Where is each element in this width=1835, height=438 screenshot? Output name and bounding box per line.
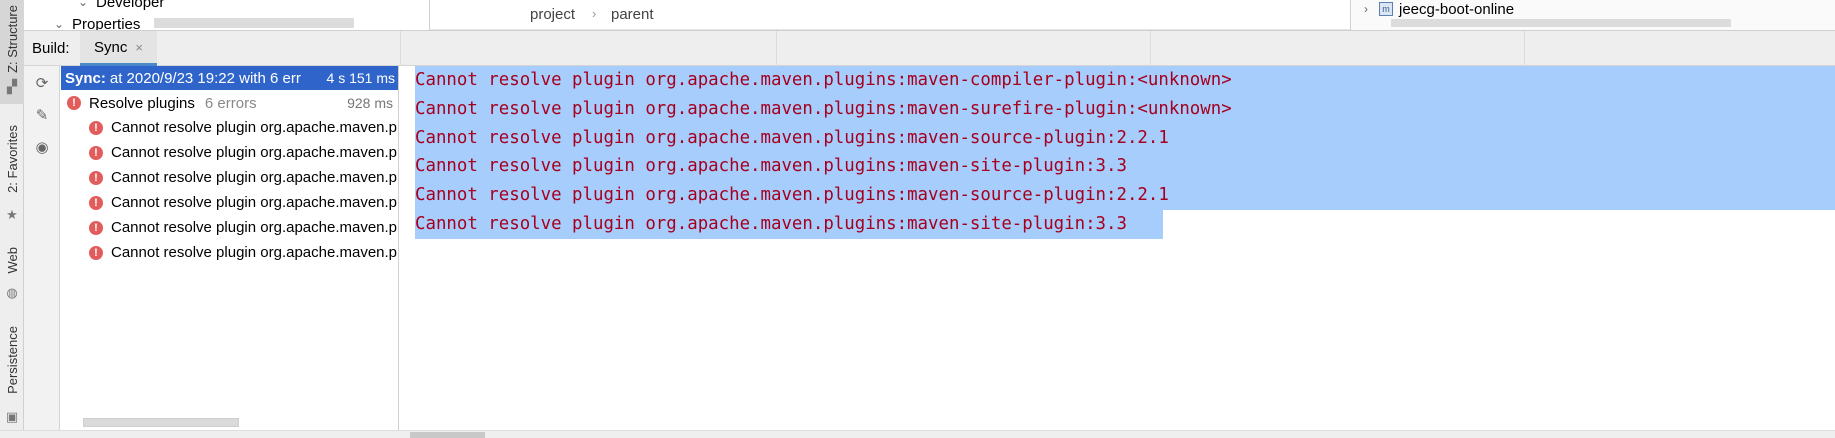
sync-time: 4 s 151 ms <box>323 70 395 86</box>
project-tree-scrollbar[interactable] <box>154 18 354 28</box>
build-tree: Sync: at 2020/9/23 19:22 with 6 err 4 s … <box>61 66 399 438</box>
error-message: Cannot resolve plugin org.apache.maven.p… <box>111 144 398 161</box>
tab-web[interactable]: Web ◍ <box>0 238 24 308</box>
error-icon: ! <box>89 120 103 135</box>
error-icon: ! <box>89 145 103 160</box>
tree-scrollbar[interactable] <box>83 418 239 427</box>
tab-sync[interactable]: Sync × <box>80 31 157 66</box>
tab-persistence-label: Persistence <box>4 326 20 394</box>
console-line: Cannot resolve plugin org.apache.maven.p… <box>415 70 1232 90</box>
tree-item-label: Developer <box>96 0 165 11</box>
list-item[interactable]: ! Cannot resolve plugin org.apache.maven… <box>89 115 398 140</box>
globe-icon: ◍ <box>6 285 18 300</box>
console-line: Cannot resolve plugin org.apache.maven.p… <box>415 156 1127 176</box>
error-message: Cannot resolve plugin org.apache.maven.p… <box>111 194 398 211</box>
list-item[interactable]: ! Cannot resolve plugin org.apache.maven… <box>89 240 398 265</box>
tab-web-label: Web <box>4 246 20 274</box>
star-icon: ★ <box>6 207 18 222</box>
list-item[interactable]: ! Cannot resolve plugin org.apache.maven… <box>89 140 398 165</box>
header-divider <box>1524 31 1525 66</box>
error-icon: ! <box>89 245 103 260</box>
resolve-plugins-label: Resolve plugins <box>89 94 195 112</box>
console-line: Cannot resolve plugin org.apache.maven.p… <box>415 128 1169 148</box>
tree-item-jeecg-boot-online[interactable]: › m jeecg-boot-online <box>1359 0 1514 19</box>
persistence-icon: ▣ <box>5 409 19 424</box>
chevron-down-icon: ⌄ <box>77 0 89 9</box>
eye-icon[interactable]: ◉ <box>35 139 49 156</box>
error-count: 6 errors <box>204 94 257 112</box>
tree-item-properties[interactable]: ⌄ Properties <box>52 14 141 31</box>
refresh-icon[interactable]: ⟳ <box>35 75 49 92</box>
module-icon: m <box>1379 2 1393 16</box>
build-toolwindow-header: Build: Sync × <box>24 30 1835 66</box>
error-icon: ! <box>89 220 103 235</box>
resolve-time: 928 ms <box>347 95 393 111</box>
build-label: Build: <box>32 40 70 57</box>
pin-icon[interactable]: ✎ <box>35 107 49 124</box>
tab-favorites[interactable]: 2: Favorites ★ <box>0 118 24 228</box>
console-scrollbar[interactable] <box>0 430 1835 438</box>
error-icon: ! <box>89 170 103 185</box>
module-tree-scrollbar[interactable] <box>1391 19 1731 27</box>
tree-item-label: Properties <box>72 15 141 31</box>
chevron-right-icon: › <box>1364 2 1368 16</box>
header-divider <box>776 31 777 66</box>
chevron-down-icon: ⌄ <box>53 17 65 30</box>
tree-item-label: jeecg-boot-online <box>1399 0 1515 18</box>
close-icon[interactable]: × <box>135 39 143 55</box>
structure-icon: ▞ <box>7 79 17 94</box>
sync-text: at 2020/9/23 19:22 with 6 err <box>109 69 301 87</box>
console-line: Cannot resolve plugin org.apache.maven.p… <box>415 214 1127 234</box>
tab-persistence[interactable]: Persistence ▣ <box>0 318 24 430</box>
left-tool-stripe: Z: Structure ▞ 2: Favorites ★ Web ◍ Pers… <box>0 0 24 438</box>
breadcrumb: project › parent <box>430 0 1350 30</box>
console-line: Cannot resolve plugin org.apache.maven.p… <box>415 99 1232 119</box>
selection-highlight <box>415 66 1835 210</box>
tree-item-developer[interactable]: ⌄ Developer <box>76 0 164 12</box>
list-item[interactable]: ! Cannot resolve plugin org.apache.maven… <box>89 215 398 240</box>
project-tree-panel: ⌄ Developer ⌄ Properties <box>24 0 430 30</box>
header-divider <box>1150 31 1151 66</box>
error-icon: ! <box>67 96 81 110</box>
resolve-plugins-row[interactable]: ! Resolve plugins 6 errors 928 ms <box>61 91 398 115</box>
error-message: Cannot resolve plugin org.apache.maven.p… <box>111 169 398 186</box>
sync-row[interactable]: Sync: at 2020/9/23 19:22 with 6 err 4 s … <box>61 66 398 90</box>
list-item[interactable]: ! Cannot resolve plugin org.apache.maven… <box>89 165 398 190</box>
header-divider <box>400 31 401 66</box>
tab-structure[interactable]: Z: Structure ▞ <box>0 0 24 104</box>
tab-structure-label: Z: Structure <box>4 5 20 73</box>
sync-label: Sync: <box>65 69 106 87</box>
build-toolbar: ⟳ ✎ ◉ <box>24 66 60 438</box>
error-icon: ! <box>89 195 103 210</box>
list-item[interactable]: ! Cannot resolve plugin org.apache.maven… <box>89 190 398 215</box>
tab-favorites-label: 2: Favorites <box>4 125 20 193</box>
console-output[interactable]: Cannot resolve plugin org.apache.maven.p… <box>400 66 1835 430</box>
module-tree-panel: › m jeecg-boot-online <box>1350 0 1835 30</box>
error-message: Cannot resolve plugin org.apache.maven.p… <box>111 119 398 136</box>
selection-highlight <box>415 210 1163 239</box>
error-message: Cannot resolve plugin org.apache.maven.p… <box>111 219 398 236</box>
error-message: Cannot resolve plugin org.apache.maven.p… <box>111 244 398 261</box>
tab-sync-label: Sync <box>94 38 128 56</box>
scrollbar-thumb[interactable] <box>410 432 485 438</box>
console-line: Cannot resolve plugin org.apache.maven.p… <box>415 185 1169 205</box>
breadcrumb-separator: › <box>592 6 597 21</box>
breadcrumb-item-parent[interactable]: parent <box>611 6 654 23</box>
breadcrumb-item-project[interactable]: project <box>530 6 576 23</box>
